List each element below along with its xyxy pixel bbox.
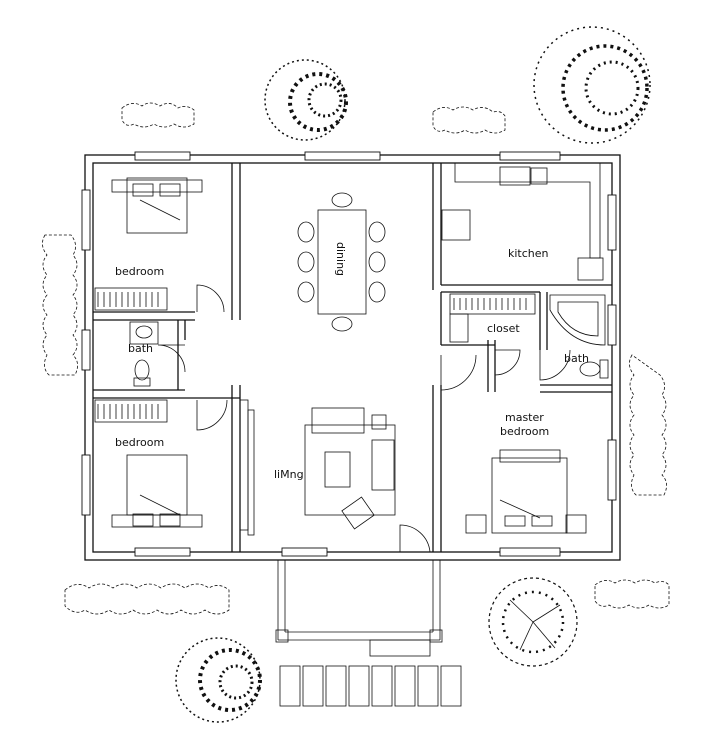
steps bbox=[279, 665, 462, 707]
shrub-bottom-right bbox=[594, 579, 670, 609]
sliding-door-left bbox=[239, 399, 255, 536]
shrub-top-mid bbox=[432, 106, 506, 134]
room-label-dining: dining bbox=[334, 242, 347, 276]
tree-bottom-right bbox=[488, 577, 578, 667]
room-label-kitchen: kitchen bbox=[508, 247, 549, 260]
kitchen-counter bbox=[441, 162, 604, 281]
sink-icon bbox=[129, 321, 159, 345]
room-label-living: liMng bbox=[274, 468, 304, 481]
shrub-right bbox=[629, 354, 667, 496]
doors bbox=[157, 284, 571, 553]
tree-bottom-left bbox=[175, 637, 262, 723]
shrub-bottom-left bbox=[64, 583, 230, 615]
room-label-bath-2: bath bbox=[564, 352, 589, 365]
closet-racks bbox=[449, 293, 536, 343]
room-label-master-2: bedroom bbox=[500, 425, 549, 438]
toilet-icon bbox=[133, 359, 151, 387]
room-label-master-1: master bbox=[505, 411, 544, 424]
porch bbox=[275, 560, 443, 657]
bed-icon bbox=[111, 177, 203, 234]
toilet-icon bbox=[579, 359, 609, 379]
bed-icon bbox=[465, 449, 587, 534]
room-label-closet: closet bbox=[487, 322, 520, 335]
sofa-icon bbox=[304, 407, 396, 530]
wardrobe-1 bbox=[94, 287, 168, 311]
shrub-top-left bbox=[121, 102, 195, 128]
room-label-bedroom-2: bedroom bbox=[115, 436, 164, 449]
bed-icon bbox=[111, 454, 203, 528]
tree-top-right bbox=[533, 26, 651, 144]
tree-top-left bbox=[264, 59, 348, 141]
interior-walls bbox=[93, 163, 612, 552]
bathtub-icon bbox=[549, 294, 606, 346]
exterior-walls bbox=[81, 151, 621, 561]
shrub-left bbox=[42, 234, 78, 376]
room-label-bath-1: bath bbox=[128, 342, 153, 355]
dining-table-icon bbox=[297, 192, 386, 332]
room-label-bedroom-1: bedroom bbox=[115, 265, 164, 278]
wardrobe-2 bbox=[94, 399, 168, 423]
